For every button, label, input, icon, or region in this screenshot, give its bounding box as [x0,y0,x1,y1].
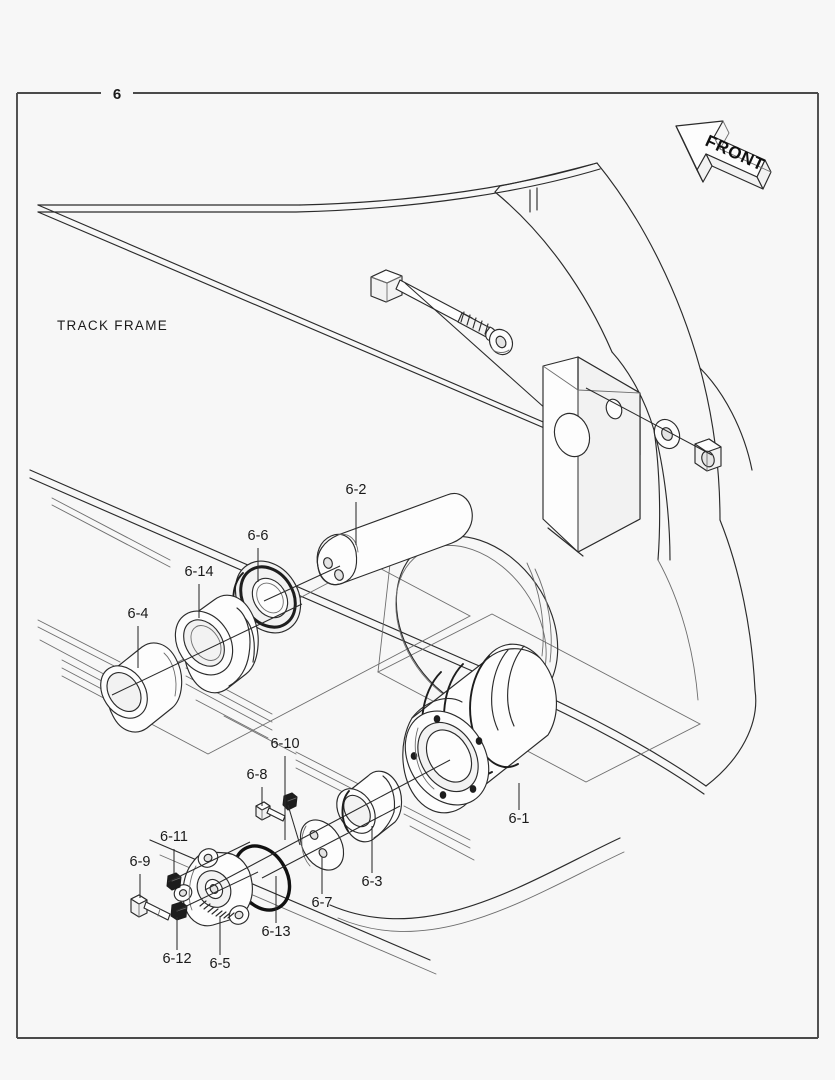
mounting-bracket [542,356,641,557]
callout-6-6: 6-6 [248,528,269,544]
drawing-border [16,92,819,1039]
axis-6-12 [175,871,259,912]
bolt-thread [457,311,495,340]
part-6-1-track-roller [402,643,557,814]
part-6-3-flanged-bushing [336,770,403,843]
callout-6-11: 6-11 [160,829,188,845]
callout-leaders [137,502,520,955]
hex-nut [694,438,722,472]
part-6-12-washer [170,901,188,921]
callout-6-1: 6-1 [509,811,530,827]
seal-shaft-axis [263,565,341,602]
part-6-5-end-cover [173,848,253,927]
washer-lower-top [653,418,681,450]
axis-6-11 [167,841,251,883]
end-cover-serration [199,900,235,919]
callout-6-2: 6-2 [346,482,367,498]
left-assembly-axis [111,603,303,696]
callout-labels: 6-1 6-2 6-3 6-4 6-5 6-6 6-7 6-8 6-9 6-10… [128,482,530,972]
section-number: 6 [113,86,121,103]
part-6-4-bushing [100,642,183,733]
part-6-9-bolt [130,894,171,921]
callout-6-9: 6-9 [130,854,151,870]
callout-6-7: 6-7 [312,895,333,911]
front-arrow: FRONT [675,120,772,190]
shaft-hole-2 [334,569,344,581]
callout-6-8: 6-8 [247,767,268,783]
callout-6-13: 6-13 [261,924,290,940]
callout-6-3: 6-3 [362,874,383,890]
axis-bushing-to-roller [351,759,451,813]
callout-6-12: 6-12 [162,951,191,967]
callout-6-14: 6-14 [184,564,213,580]
part-6-10-plug [282,792,298,811]
callout-6-4: 6-4 [128,606,149,622]
track-frame-label: TRACK FRAME [57,318,168,333]
bolt-head [370,269,403,303]
nut-centerline [585,387,713,456]
callout-6-10: 6-10 [270,736,299,752]
plug-axis [287,804,301,846]
mounting-hardware-group [370,269,722,557]
part-6-2-roller-shaft [316,493,473,586]
washer-upper-top [488,328,514,356]
axis-oring [261,805,401,879]
part-6-8-bolt-small [255,801,286,822]
shaft-hole-1 [323,557,333,569]
part-6-14-flanged-ring [174,594,259,694]
callout-6-5: 6-5 [210,956,231,972]
axis-cover-to-bushing [204,811,353,891]
